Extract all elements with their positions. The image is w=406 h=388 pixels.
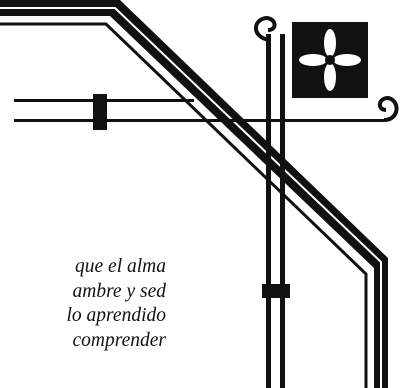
baluster-left — [266, 34, 271, 388]
poem-line-3: lo aprendido — [66, 305, 166, 327]
poem-text: que el alma ambre y sed lo aprendido com… — [0, 255, 166, 354]
horizontal-bar-lower — [14, 119, 384, 122]
poem-line-1: que el alma — [75, 256, 166, 277]
scroll-finial-icon — [254, 15, 277, 42]
quatrefoil-tile-icon — [292, 22, 368, 98]
poem-line-2: ambre y sed — [72, 280, 166, 302]
handrail-highlight — [0, 7, 382, 388]
lower-rail — [0, 22, 368, 388]
baluster-collar — [262, 284, 290, 298]
poem-line-4: comprender — [72, 330, 166, 352]
bar-collar — [93, 94, 107, 130]
scroll-finial-icon — [377, 95, 399, 122]
baluster-right — [280, 34, 285, 388]
